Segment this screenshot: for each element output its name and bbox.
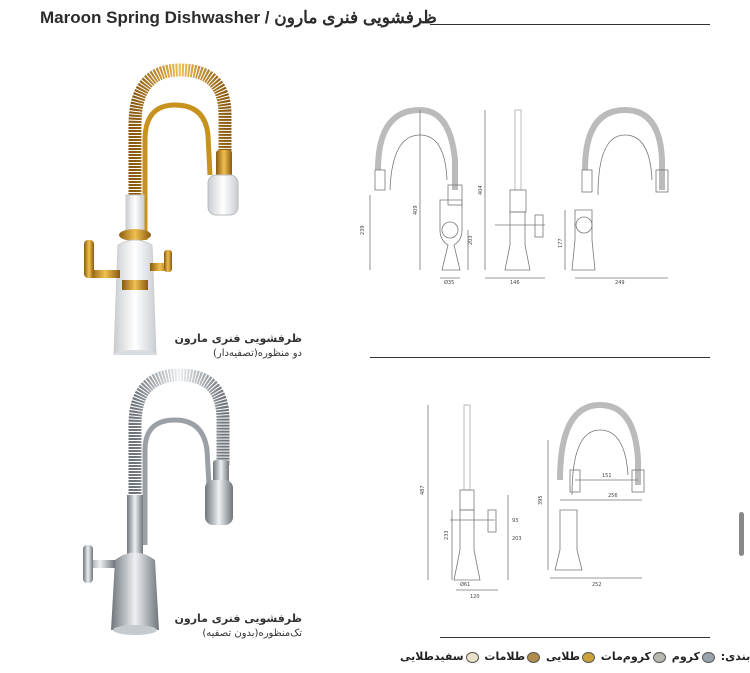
- color-matte-chrome: کروم‌مات: [600, 650, 651, 663]
- dim-256: 256: [608, 493, 618, 499]
- dim-35: Ø35: [444, 279, 454, 286]
- scrollbar-track[interactable]: [739, 0, 744, 673]
- product-2-subtitle: تک‌منظوره(بدون تصفیه): [202, 628, 302, 639]
- dim-203: 203: [468, 235, 474, 245]
- dim-61: Ø61: [460, 581, 470, 588]
- dim-404: 404: [478, 185, 484, 195]
- product-2-photo: [83, 368, 233, 635]
- dim-146: 146: [510, 280, 520, 286]
- color-options-label: رنگ‌بندی:: [720, 650, 750, 663]
- product-1-name: ظرفشویی فنری مارون: [174, 332, 302, 345]
- dim-239: 239: [360, 225, 366, 235]
- dim-487: 487: [420, 485, 426, 495]
- scrollbar-thumb[interactable]: [739, 512, 744, 556]
- dim-203: 203: [512, 536, 522, 542]
- dim-409: 409: [413, 205, 419, 215]
- dim-120: 120: [470, 594, 480, 600]
- product-1-subtitle: دو منظوره(تصفیه‌دار): [212, 348, 302, 359]
- matte-chrome-swatch-icon: [652, 651, 666, 663]
- gold-swatch-icon: [581, 651, 595, 663]
- product-1-photo: [84, 63, 239, 355]
- product-2-drawings: 487 233 93 203 Ø61 120 395 151 256 252: [420, 401, 645, 600]
- color-options: رنگ‌بندی: کروم کروم‌مات طلایی طلامات سفی…: [400, 650, 750, 663]
- dim-233: 233: [444, 530, 450, 540]
- page-title: Maroon Spring Dishwasher / ظرفشویی فنری …: [40, 8, 437, 27]
- dim-395: 395: [538, 495, 544, 505]
- dim-252: 252: [592, 582, 602, 588]
- color-chrome: کروم: [671, 650, 700, 663]
- color-gold: طلایی: [545, 650, 580, 663]
- product-2-rule: [440, 637, 710, 638]
- product-1-drawings: 239 409 404 203 Ø35 146 177 249: [360, 106, 669, 286]
- dim-177: 177: [558, 238, 564, 248]
- dim-93: 93: [512, 518, 518, 524]
- chrome-swatch-icon: [701, 651, 715, 663]
- dim-249: 249: [615, 280, 625, 286]
- product-2-name: ظرفشویی فنری مارون: [174, 612, 302, 625]
- product-1-rule: [370, 357, 710, 358]
- color-white-gold: سفیدطلایی: [400, 650, 464, 663]
- dim-151: 151: [602, 473, 612, 479]
- title-rule: [430, 24, 710, 25]
- white-gold-swatch-icon: [465, 651, 479, 663]
- color-matte-gold: طلامات: [484, 650, 526, 663]
- matte-gold-swatch-icon: [527, 651, 541, 663]
